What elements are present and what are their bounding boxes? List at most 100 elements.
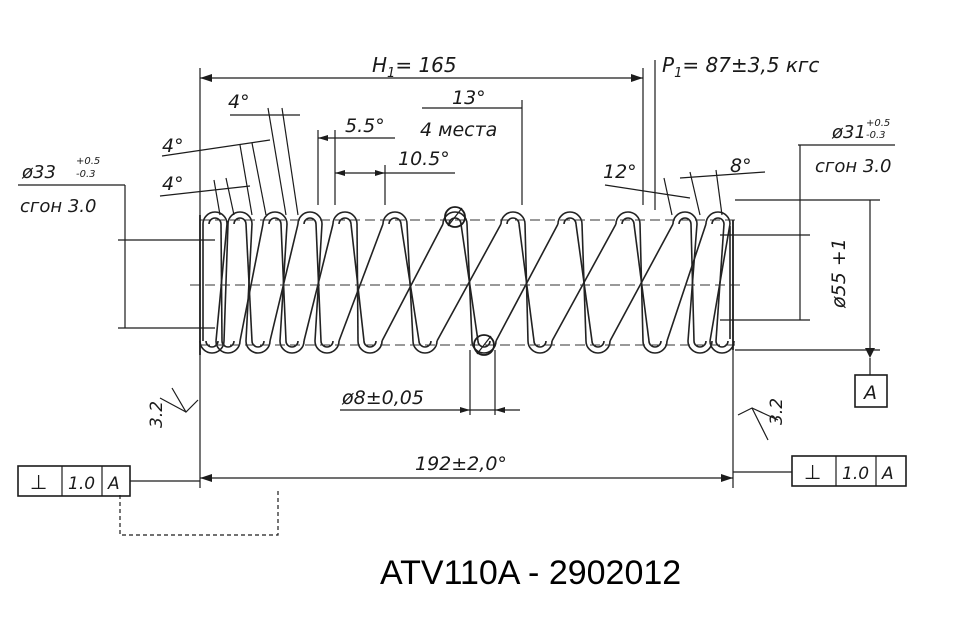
coil-bottom-loop-inner [285,340,299,348]
right-grind-label: сгон 3.0 [815,156,891,177]
coil-back-strand [666,223,707,342]
coil-back-strand [551,223,617,342]
coil-bottom-loop-inner [477,340,491,348]
coil-top-loop-inner [338,217,352,225]
coil-top-loop-inner [448,217,462,225]
left-tol-low: -0.3 [76,169,96,180]
frame-right-symbol: ⊥ [804,460,821,484]
coil-top-loop-inner [711,217,725,225]
wire-dia-arrow-right [495,407,505,413]
coil-front-strand-inner [715,223,725,342]
angle-4b-ext-1 [239,144,253,216]
frame-left-symbol: ⊥ [30,470,47,494]
angle-4b-ext-2 [251,142,267,216]
wire-dia-arrow-left [460,407,470,413]
coil-back-strand [338,223,384,342]
wire-section-top [444,206,466,228]
datum-a-label: A [862,382,877,404]
angle-4a-ext-2 [281,107,299,216]
coil-front-strand-inner [245,223,253,342]
angle-8-label: 8° [730,155,752,177]
dim-13-label: 13° [452,87,486,109]
datum-a-box [854,374,888,408]
roughness-right-tick [751,407,779,421]
tolerance-frame-left [17,465,131,497]
coil-back-strand [239,223,264,342]
coil-back-strand [303,223,334,342]
coil-back-strand [436,223,502,342]
coil-top-loop-inner [268,217,282,225]
coil-front-strand-inner [350,223,365,342]
h1-arrow-left [200,74,212,82]
places-label: 4 места [420,119,497,141]
coil-top-loop-inner [563,217,577,225]
left-grind-label: сгон 3.0 [20,196,96,217]
dim-10-5-arrow-right [375,170,385,176]
coil-top-loop-inner [678,217,692,225]
frame-right-datum: A [881,464,894,484]
coil-top-loop-inner [303,217,317,225]
free-length-arrow-right [721,474,733,482]
wire-section-top-hatch [447,207,463,227]
spring-coils [199,211,735,354]
coil-bottom-loop-inner [591,340,605,348]
right-tol-low: -0.3 [866,130,886,141]
angle-4c-ext-2 [225,177,235,216]
dim-5-5-label: 5.5° [345,115,385,137]
coil-bottom-loop-inner [251,340,265,348]
free-length-label: 192±2,0° [415,453,507,475]
tolerance-frame-right [791,455,907,487]
datum-arrow [865,348,875,358]
frame-left-value: 1.0 [68,474,95,494]
dim-10-5-arrow-left [335,170,345,176]
right-tol-up: +0.5 [866,118,890,129]
roughness-left-symbol [171,387,199,413]
coil-back-strand [609,223,674,342]
angle-8-ext-2 [715,169,723,216]
p1-label: P1= 87±3,5 кгс [662,53,819,81]
angle-12-line [604,184,691,199]
angle-4a-ext-1 [267,107,287,216]
coil-front-strand-inner [220,223,223,342]
coil-bottom-loop-inner [533,340,547,348]
outer-dia-label: ø55 +1 [828,238,850,309]
roughness-left-label: 3.2 [147,401,167,428]
angle-8-ext-1 [689,171,701,216]
angle-12-ext [663,177,673,216]
wire-section-bottom-hatch [476,335,492,355]
coil-bottom-loop-inner [205,340,219,348]
coil-top-loop-inner [621,217,635,225]
coil-bottom-loop-inner [418,340,432,348]
coil-bottom-loop-inner [320,340,334,348]
angle-12-label: 12° [603,161,637,183]
coil-bottom-loop-inner [715,340,729,348]
coil-bottom-loop-inner [363,340,377,348]
wire-dia-label: ø8±0,05 [341,387,424,409]
drawing-caption: ATV110A - 2902012 [380,554,681,592]
angle-4c-ext-1 [213,179,221,216]
angle-8-line [679,171,766,179]
roughness-left-tick [159,397,187,413]
roughness-right-label: 3.2 [767,398,787,425]
left-dia-label: ø33 [21,162,56,183]
left-tol-up: +0.5 [76,156,100,167]
coil-top-loop-inner [388,217,402,225]
coil-back-strand [495,223,559,342]
coil-back-strand [269,223,299,342]
frame-left-datum: A [107,474,120,494]
free-length-arrow-left [200,474,212,482]
coil-back-strand [381,223,444,342]
h1-label: H1= 165 [372,53,457,81]
h1-arrow-right [631,74,643,82]
frame-right-value: 1.0 [842,464,869,484]
angle-4c-label: 4° [162,173,184,195]
coil-bottom-loop-inner [221,340,235,348]
coil-top-loop-inner [506,217,520,225]
coil-bottom-loop-inner [648,340,662,348]
angle-4b-label: 4° [162,135,184,157]
right-dia-label: ø31 [831,122,866,143]
coil-front-strand-inner [400,223,420,342]
coil-top-loop-inner [208,217,222,225]
